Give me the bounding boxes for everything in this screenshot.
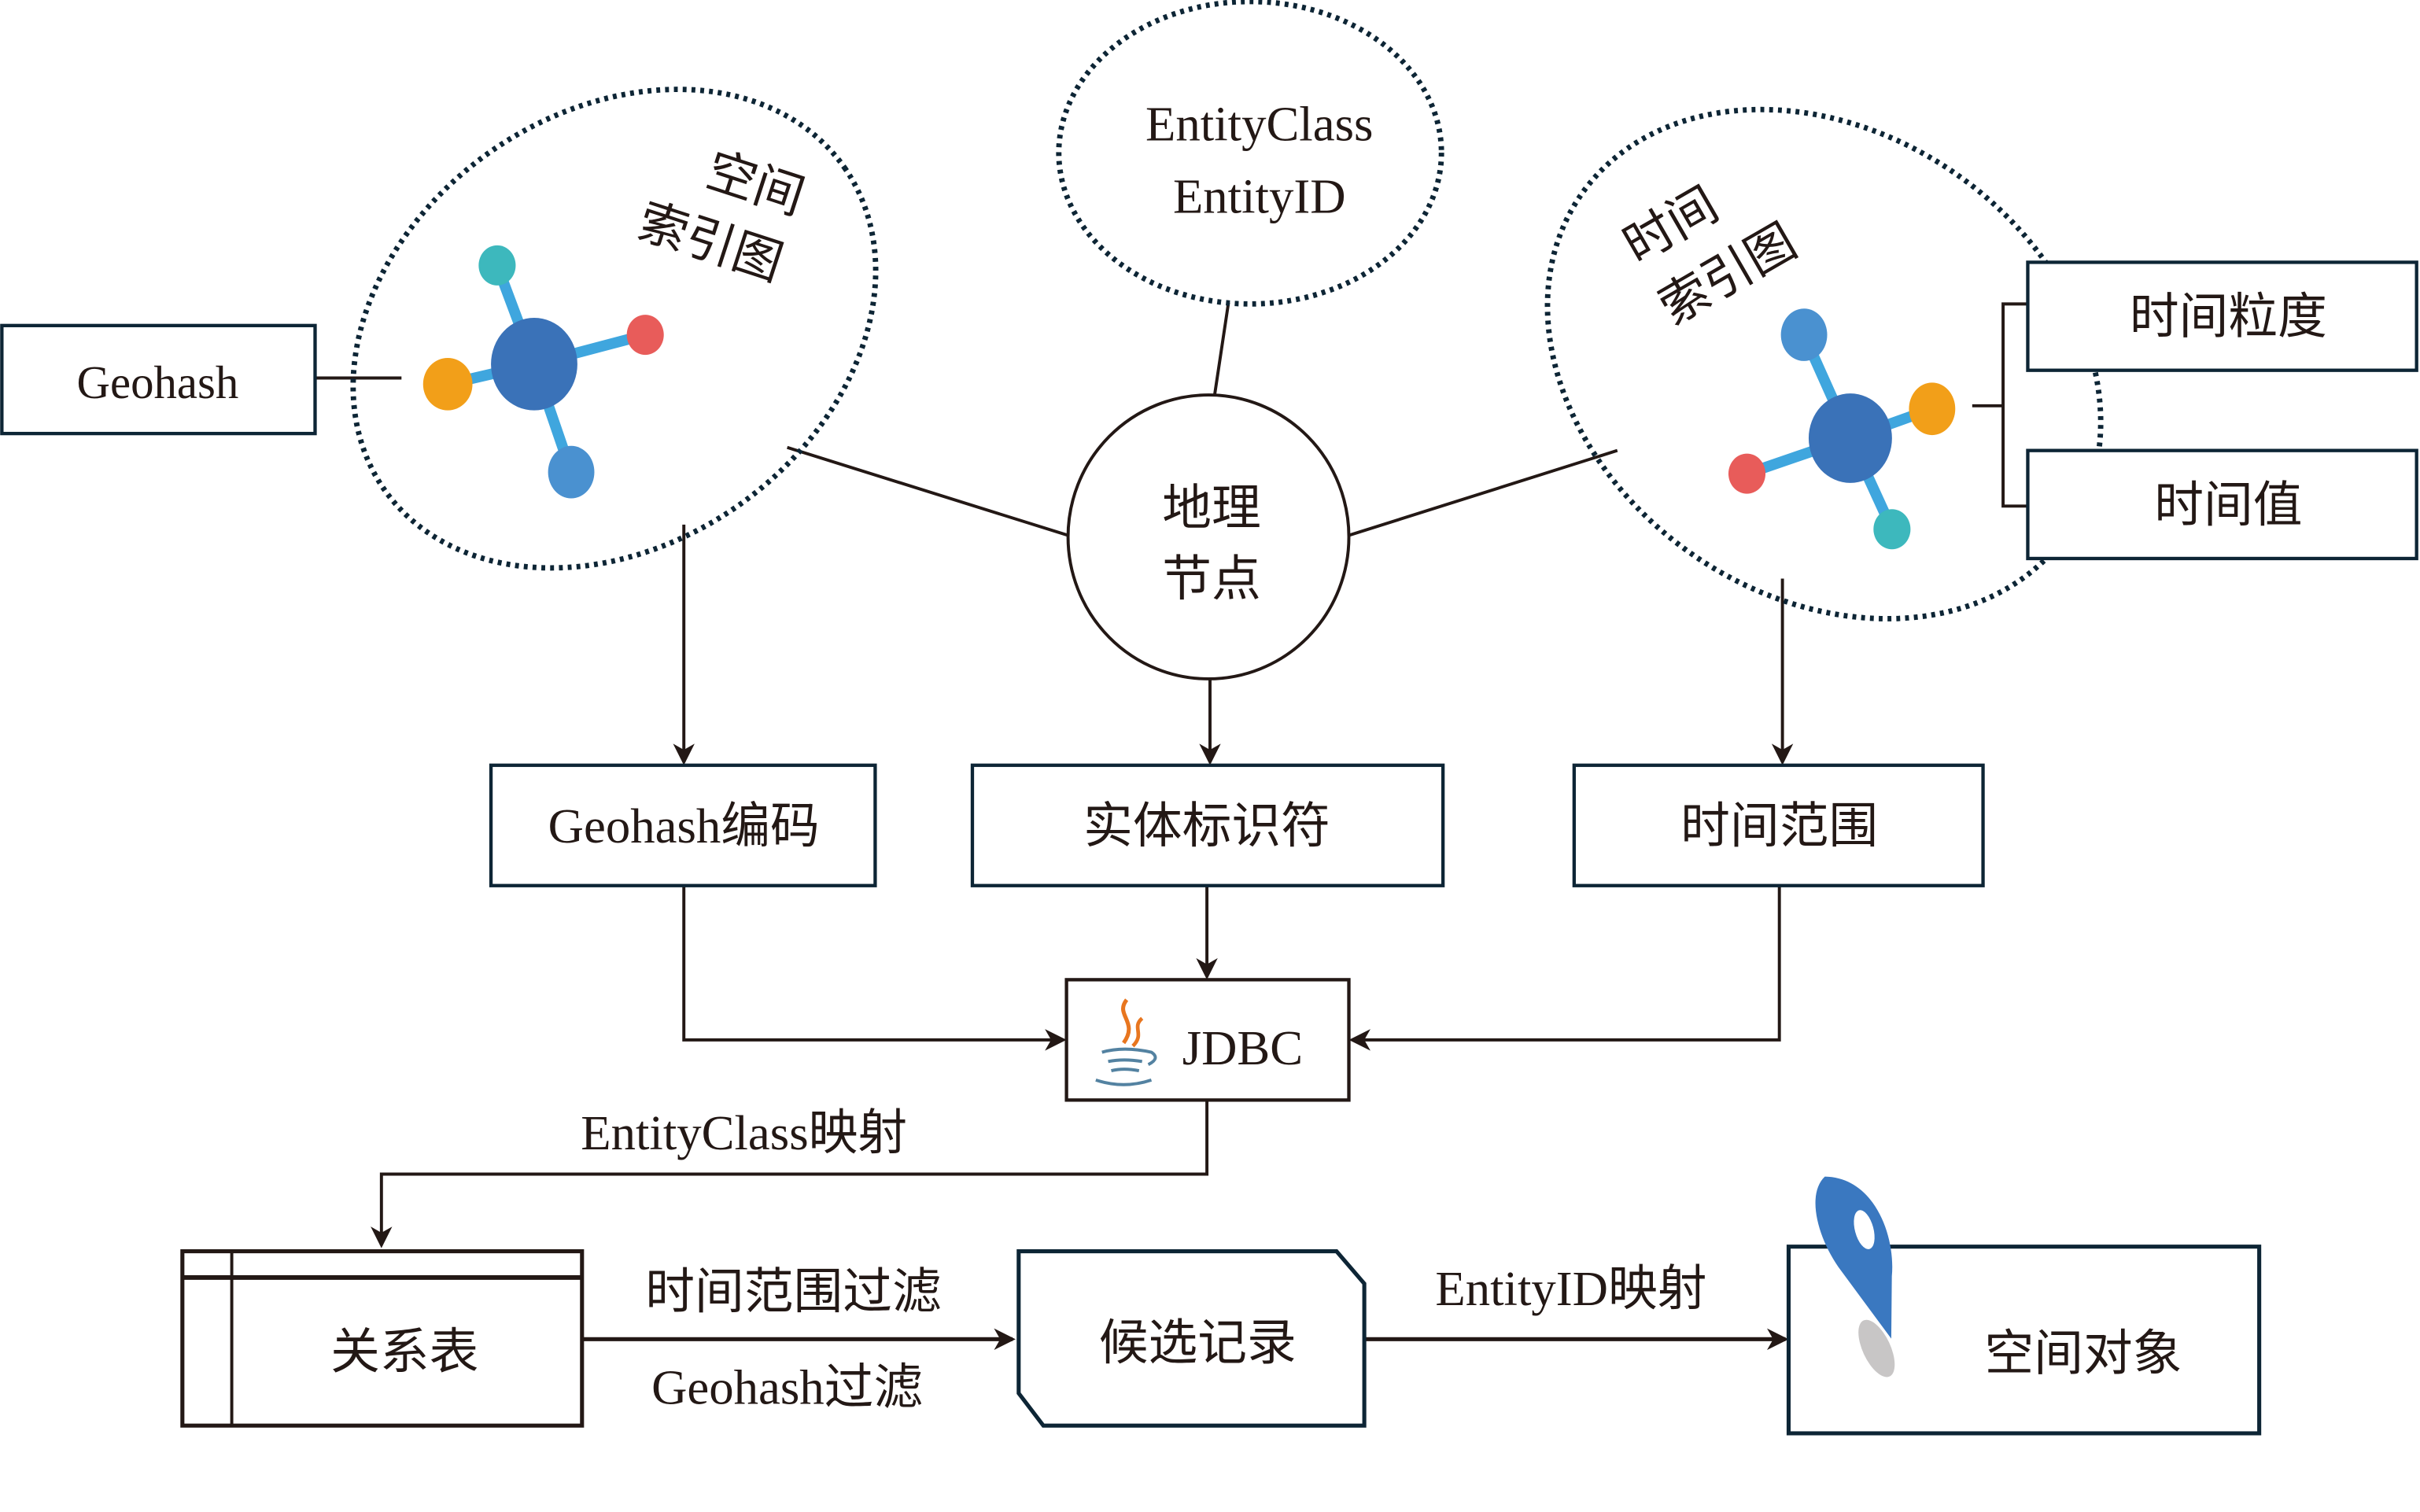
arrow-time-range-to-jdbc <box>1348 885 1781 1051</box>
arrow-geohash-code-to-jdbc <box>682 885 1067 1051</box>
arrow-jdbc-to-relation-table <box>371 1100 1209 1248</box>
geo-node: 地理 节点 <box>1066 393 1351 680</box>
jdbc-box: JDBC <box>1064 978 1351 1102</box>
entity-bubble: EntityClass EntityID <box>1056 0 1444 307</box>
geohash-filter-label: Geohash过滤 <box>651 1360 923 1415</box>
spatial-index-graph: 空间 索引图 <box>350 87 879 571</box>
geo-node-label-2: 节点 <box>1162 551 1261 607</box>
entity-identifier-box: 实体标识符 <box>970 763 1445 887</box>
candidate-records-label: 候选记录 <box>1099 1315 1297 1370</box>
geohash-code-label: Geohash编码 <box>548 798 820 854</box>
entity-id-mapping-label: EntityID映射 <box>1435 1261 1706 1316</box>
connector-temporal-bracket <box>2001 302 2028 508</box>
connector-temporal-geonode <box>1348 448 1618 537</box>
connector-entity-geonode <box>1212 302 1230 396</box>
time-range-filter-label: 时间范围过滤 <box>645 1264 942 1319</box>
time-value-box: 时间值 <box>2026 448 2418 561</box>
time-value-label: 时间值 <box>2154 478 2302 533</box>
geohash-box: Geohash <box>0 323 317 436</box>
entity-identifier-label: 实体标识符 <box>1083 798 1330 854</box>
time-range-label: 时间范围 <box>1680 798 1878 854</box>
candidate-records-box: 候选记录 <box>1016 1249 1367 1428</box>
spatial-object-label: 空间对象 <box>1985 1326 2182 1381</box>
geohash-label: Geohash <box>77 357 239 408</box>
temporal-index-graph: 时间 索引图 <box>1544 106 2104 621</box>
java-cup-icon <box>1095 998 1157 1086</box>
spatial-index-label-1: 空间 <box>700 142 811 225</box>
jdbc-label: JDBC <box>1182 1020 1303 1075</box>
entity-id-label: EntityID <box>1173 169 1346 224</box>
relation-table-label: 关系表 <box>330 1325 478 1380</box>
relation-table-box: 关系表 <box>180 1249 585 1428</box>
entity-class-label: EntityClass <box>1145 96 1373 151</box>
temporal-graph-icon <box>1728 308 1956 550</box>
time-range-box: 时间范围 <box>1572 763 1985 887</box>
geohash-code-box: Geohash编码 <box>489 763 877 887</box>
entity-class-mapping-label: EntityClass映射 <box>581 1105 907 1160</box>
time-granularity-box: 时间粒度 <box>2026 260 2418 372</box>
spatial-object-box: 空间对象 <box>1786 1176 2262 1436</box>
geo-node-label-1: 地理 <box>1162 481 1261 536</box>
spatial-graph-icon <box>422 245 664 499</box>
connector-spatial-geonode <box>787 445 1069 537</box>
location-pin-icon <box>1815 1176 1895 1377</box>
time-granularity-label: 时间粒度 <box>2130 289 2327 345</box>
